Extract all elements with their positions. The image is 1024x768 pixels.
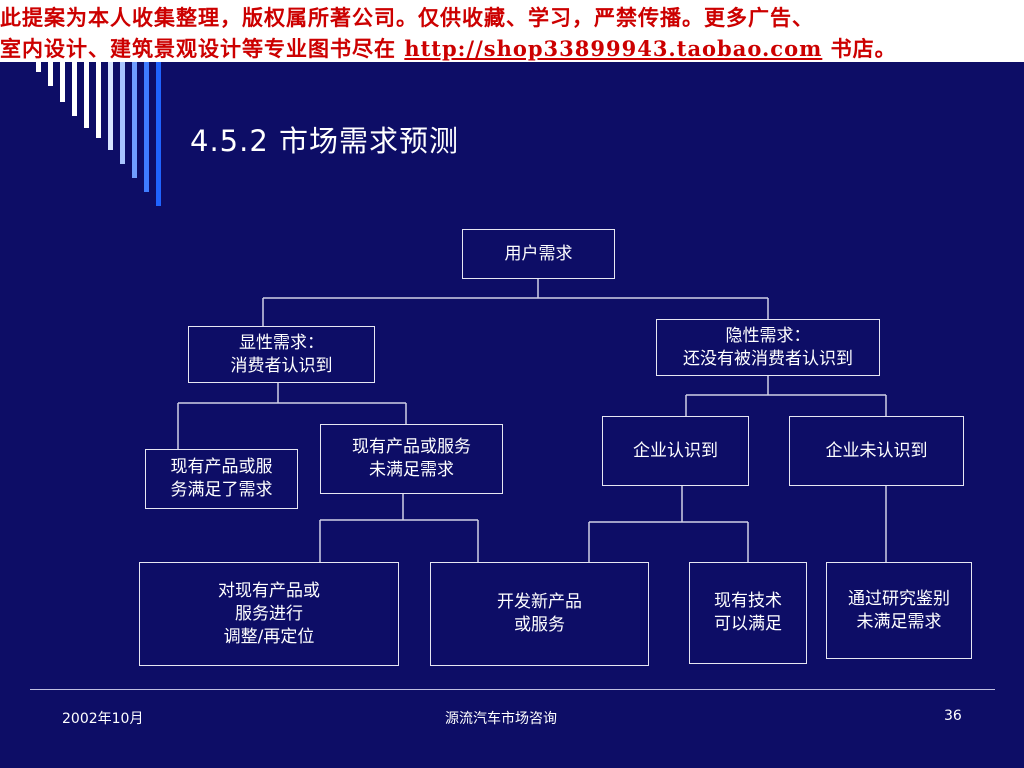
node-explicit-demand: 显性需求： 消费者认识到 (188, 326, 375, 383)
node-user-demand-label: 用户需求 (504, 243, 573, 264)
node-adjust-reposition: 对现有产品或 服务进行 调整/再定位 (139, 562, 399, 666)
banner-url-link[interactable]: http://shop33899943.taobao.com (404, 36, 823, 61)
banner-prefix: 室内设计、建筑景观设计等专业图书尽在 (0, 36, 405, 61)
node-adjust-reposition-label: 对现有产品或 服务进行 调整/再定位 (218, 580, 320, 647)
node-existing-tech-label: 现有技术 可以满足 (714, 591, 782, 634)
node-enterprise-unaware-label: 企业未认识到 (825, 440, 928, 461)
node-develop-new-label: 开发新产品 或服务 (497, 592, 582, 635)
watermark-banner: 此提案为本人收集整理，版权属所著公司。仅供收藏、学习，严禁传播。更多广告、 室内… (0, 0, 1024, 62)
banner-suffix: 书店。 (822, 36, 897, 61)
node-enterprise-aware-label: 企业认识到 (633, 440, 718, 461)
node-existing-tech: 现有技术 可以满足 (689, 562, 807, 664)
node-enterprise-aware: 企业认识到 (602, 416, 749, 486)
node-implicit-demand-label: 隐性需求： 还没有被消费者认识到 (683, 325, 853, 369)
node-enterprise-unaware: 企业未认识到 (789, 416, 964, 486)
footer-date: 2002年10月 (62, 711, 144, 727)
banner-line-1: 此提案为本人收集整理，版权属所著公司。仅供收藏、学习，严禁传播。更多广告、 (0, 5, 814, 30)
node-existing-unsatisfied-label: 现有产品或服务 未满足需求 (352, 437, 471, 480)
banner-line-2: 室内设计、建筑景观设计等专业图书尽在 http://shop33899943.t… (0, 33, 897, 62)
node-research-identify-label: 通过研究鉴别 未满足需求 (848, 588, 950, 632)
slide-title: 4.5.2 市场需求预测 (190, 124, 460, 158)
node-existing-satisfied-label: 现有产品或服 务满足了需求 (170, 457, 273, 500)
node-explicit-demand-label: 显性需求： 消费者认识到 (230, 332, 333, 376)
footer-organization: 源流汽车市场咨询 (445, 711, 557, 727)
node-implicit-demand: 隐性需求： 还没有被消费者认识到 (656, 319, 880, 376)
node-existing-unsatisfied: 现有产品或服务 未满足需求 (320, 424, 503, 494)
node-develop-new: 开发新产品 或服务 (430, 562, 649, 666)
node-research-identify: 通过研究鉴别 未满足需求 (826, 562, 972, 659)
node-user-demand: 用户需求 (462, 229, 615, 279)
footer-divider (30, 689, 995, 690)
node-existing-satisfied: 现有产品或服 务满足了需求 (145, 449, 298, 509)
decorative-stripes (36, 62, 161, 206)
footer-page-number: 36 (944, 708, 962, 724)
